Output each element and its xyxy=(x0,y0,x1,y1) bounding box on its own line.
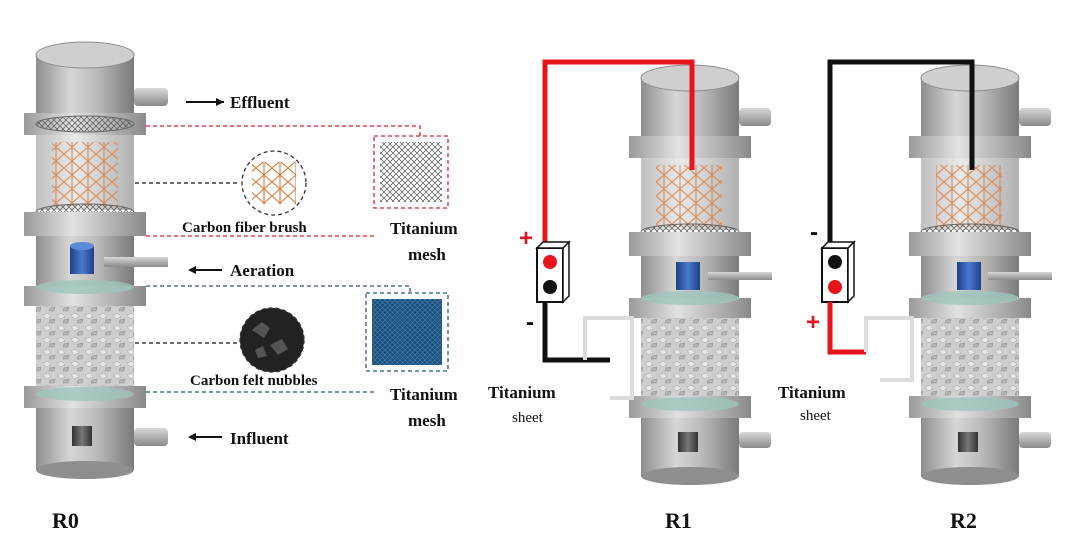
r1-carbon-brush xyxy=(656,165,722,227)
titanium-mesh-top-label-1: Titanium xyxy=(390,219,458,238)
r2-positive-terminal xyxy=(828,280,842,294)
r2-label: R2 xyxy=(950,508,977,533)
r2-carbon-brush xyxy=(936,165,1002,227)
r1-blue-mesh-bottom xyxy=(641,397,739,411)
r0-effluent-pipe xyxy=(134,88,168,106)
r1-positive-terminal xyxy=(543,255,557,269)
felt-zoom-circle xyxy=(239,307,305,373)
r1-felt-chamber xyxy=(641,318,739,396)
r0-titanium-mesh-top xyxy=(35,115,135,133)
r0-flange-2 xyxy=(24,212,146,236)
r2-influent-port xyxy=(958,432,978,452)
r0-annotations: Effluent Aeration Influent Carbon fiber … xyxy=(135,93,458,448)
r1-negative-terminal xyxy=(543,280,557,294)
effluent-label: Effluent xyxy=(230,93,290,112)
r2-aeration-pipe xyxy=(988,272,1052,280)
r1-influent-port xyxy=(678,432,698,452)
r2-positive-wire xyxy=(827,302,866,355)
r2-felt-chamber xyxy=(921,318,1019,396)
r2-titanium-sheet-label-2: sheet xyxy=(800,408,832,424)
r1-blue-mesh-top xyxy=(641,291,739,305)
reactor-r1 xyxy=(629,64,772,485)
r2-power-supply-side xyxy=(820,240,856,304)
titanium-mesh-bottom-label-2: mesh xyxy=(408,411,446,430)
r0-influent-pipe xyxy=(134,428,168,446)
r1-influent-pipe xyxy=(739,432,771,448)
r1-flange-2 xyxy=(629,232,751,256)
r0-influent-port xyxy=(72,426,92,446)
r1-aeration-pipe xyxy=(708,272,772,280)
r2-blue-mesh-top xyxy=(921,291,1019,305)
r2-effluent-pipe xyxy=(1019,108,1051,126)
r2-bottom-base xyxy=(921,467,1019,485)
r2-titanium-sheet xyxy=(864,316,914,382)
r1-bottom-base xyxy=(641,467,739,485)
r1-plus-sign: + xyxy=(519,225,533,252)
r0-felt-chamber xyxy=(36,306,134,386)
r0-bottom-base xyxy=(36,461,134,479)
titanium-mesh-top-line-1 xyxy=(146,125,421,136)
r1-aeration-stone xyxy=(676,262,700,290)
r0-aeration-pipe xyxy=(104,257,168,267)
r0-top-lid xyxy=(35,41,135,69)
carbon-felt-nubbles-label: Carbon felt nubbles xyxy=(190,373,318,389)
r1-power-supply-side xyxy=(535,240,571,304)
r2-flange-2 xyxy=(909,232,1031,256)
r2-plus-sign: + xyxy=(806,309,820,336)
r0-aeration-stone xyxy=(70,246,94,274)
r1-titanium-sheet-label-2: sheet xyxy=(512,410,544,426)
r0-carbon-brush xyxy=(52,142,118,206)
r1-circuit: + - Titanium sheet xyxy=(488,59,695,426)
r1-positive-wire xyxy=(542,59,695,245)
r1-effluent-pipe xyxy=(739,108,771,126)
aeration-label: Aeration xyxy=(230,261,295,280)
aeration-arrowhead xyxy=(188,266,196,274)
reactor-r0 xyxy=(24,41,168,479)
r1-label: R1 xyxy=(665,508,692,533)
effluent-arrowhead xyxy=(216,98,224,106)
r2-titanium-sheet-label-1: Titanium xyxy=(778,383,846,402)
r2-negative-wire xyxy=(827,59,975,245)
titanium-mesh-bottom-line-1 xyxy=(146,285,411,293)
r2-blue-mesh-bottom xyxy=(921,397,1019,411)
r1-titanium-sheet xyxy=(583,316,634,400)
r2-circuit: - + Titanium sheet xyxy=(778,59,975,424)
brush-zoom-image xyxy=(252,162,296,204)
r1-negative-wire xyxy=(542,302,610,363)
r2-negative-terminal xyxy=(828,255,842,269)
felt-zoom-chunks xyxy=(252,322,288,358)
carbon-fiber-brush-label: Carbon fiber brush xyxy=(182,220,307,236)
r2-minus-sign: - xyxy=(810,219,818,246)
r0-label: R0 xyxy=(52,508,79,533)
r0-aeration-stone-top xyxy=(70,242,94,250)
titanium-mesh-top-label-2: mesh xyxy=(408,245,446,264)
r0-titanium-mesh-blue-top xyxy=(36,280,134,294)
influent-arrowhead xyxy=(188,433,196,441)
influent-label: Influent xyxy=(230,429,289,448)
r2-aeration-stone xyxy=(957,262,981,290)
reactor-r2 xyxy=(909,64,1052,485)
r2-influent-pipe xyxy=(1019,432,1051,448)
titanium-mesh-bottom-image xyxy=(372,299,442,365)
titanium-mesh-bottom-label-1: Titanium xyxy=(390,385,458,404)
r1-titanium-sheet-label-1: Titanium xyxy=(488,383,556,402)
r0-titanium-mesh-blue-bottom xyxy=(36,387,134,401)
titanium-mesh-top-image xyxy=(380,142,442,202)
r1-minus-sign: - xyxy=(526,309,534,336)
